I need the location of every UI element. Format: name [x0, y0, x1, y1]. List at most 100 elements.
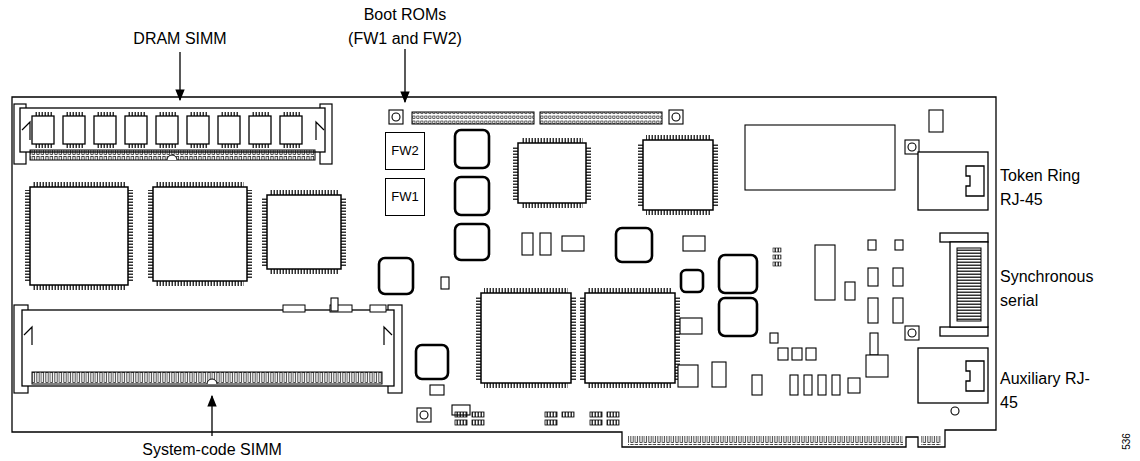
pin-header: [412, 112, 534, 124]
pin-header: [412, 112, 662, 124]
chip-label: FW2: [391, 144, 418, 158]
mounting-hole: [908, 143, 916, 151]
qfp-chip: [518, 143, 586, 203]
dram-simm: [218, 112, 240, 148]
rj45-jack: [918, 348, 988, 403]
port-label: Auxiliary RJ-45: [1000, 367, 1100, 415]
dram-simm: [20, 108, 325, 152]
resistor-pack: [590, 412, 602, 417]
small-component: [540, 233, 551, 255]
resistor-pack: [607, 412, 619, 417]
small-component: [778, 348, 788, 360]
small-component: [683, 236, 705, 251]
small-component: [893, 298, 903, 323]
mounting-hole: [389, 110, 403, 124]
qfp-chip: [585, 293, 675, 383]
small-component: [770, 333, 778, 343]
plcc-chip: [719, 298, 757, 336]
leader-arrow: [180, 49, 405, 436]
plcc-chip: [379, 130, 757, 379]
mounting-hole: [389, 110, 959, 422]
dram-simm: [187, 112, 209, 148]
small-component: [868, 298, 878, 323]
plcc-chip: [616, 228, 652, 262]
small-component: [818, 375, 826, 395]
port-label: Token Ring RJ-45: [1000, 164, 1100, 212]
part-label: System-code SIMM: [112, 440, 312, 459]
small-component: [815, 245, 835, 300]
resistor-pack: [455, 248, 781, 425]
dram-simm: [22, 122, 30, 140]
plcc-chip: [681, 270, 703, 292]
small-component: [792, 348, 802, 360]
serial-connector: [940, 233, 988, 336]
small-component: [430, 385, 444, 395]
system-code-simm: [14, 305, 402, 393]
dram-simm: [156, 112, 178, 148]
serial-connector: [950, 242, 988, 327]
small-component: [441, 277, 449, 289]
plcc-chip: [719, 255, 757, 293]
small-component: [752, 375, 762, 395]
qfp-chip: [153, 187, 247, 281]
rj45-jack: [966, 361, 984, 391]
leader-arrow: [404, 49, 405, 102]
serial-connector: [957, 248, 981, 321]
small-component: [790, 375, 798, 395]
serial-connector: [940, 233, 988, 242]
rj45-jack: [918, 152, 988, 210]
small-component: [893, 268, 903, 286]
resistor-pack: [472, 412, 484, 417]
small-component: [806, 348, 816, 360]
small-component: [848, 378, 860, 393]
system-code-simm: [384, 327, 392, 345]
small-component: [678, 365, 698, 387]
small-component: [331, 110, 958, 415]
small-component: [895, 240, 903, 250]
plcc-chip: [416, 345, 448, 379]
mounting-hole: [417, 408, 431, 422]
circuit-board: [628, 436, 903, 445]
qfp-chip: [267, 195, 341, 269]
port-label: Synchronous serial: [1000, 265, 1100, 313]
mounting-hole: [908, 329, 916, 337]
system-code-simm: [207, 379, 217, 384]
system-code-simm: [24, 327, 32, 345]
rj45-jack: [966, 166, 984, 196]
mounting-hole: [672, 113, 680, 121]
pin-header: [540, 112, 662, 124]
small-component: [832, 375, 840, 395]
part-label: DRAM SIMM: [120, 29, 240, 48]
resistor-pack: [773, 262, 781, 266]
mounting-hole: [905, 326, 919, 340]
small-component: [866, 355, 888, 377]
small-component: [712, 362, 726, 387]
dram-simm: [249, 112, 271, 148]
circuit-board: [12, 97, 996, 447]
plcc-chip: [455, 224, 489, 260]
small-component: [522, 233, 533, 255]
qfp-chip: [481, 293, 571, 383]
resistor-pack: [562, 412, 574, 417]
small-component: [745, 125, 895, 190]
small-component: [804, 375, 812, 395]
leader-arrow: [179, 52, 180, 100]
figure-number: 536: [1121, 422, 1132, 461]
serial-connector: [940, 327, 988, 336]
small-component: [562, 236, 584, 251]
dram-simm: [14, 104, 332, 164]
small-component: [870, 333, 878, 355]
dram-simm: [316, 122, 324, 140]
resistor-pack: [472, 420, 484, 425]
qfp-chip: [30, 187, 128, 285]
resistor-pack: [545, 412, 557, 417]
circuit-board: [921, 436, 941, 445]
resistor-pack: [773, 248, 781, 252]
dram-simm: [94, 112, 116, 148]
mounting-hole: [392, 113, 400, 121]
chip-label: FW1: [391, 190, 418, 204]
dram-simm: [30, 150, 315, 160]
